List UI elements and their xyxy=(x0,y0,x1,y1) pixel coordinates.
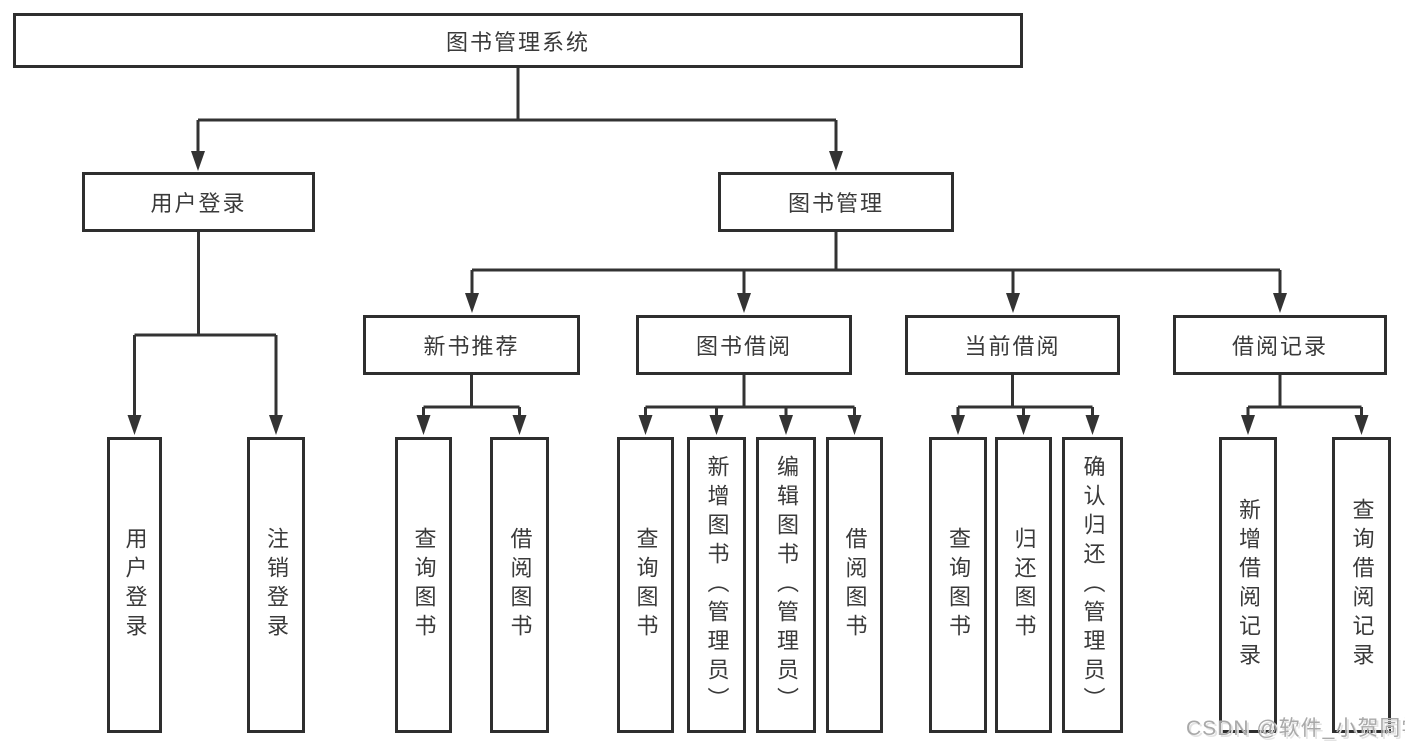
node-borrow-records: 借阅记录 xyxy=(1173,315,1387,375)
leaf-label: 用户登录 xyxy=(122,527,148,643)
leaf-label: 新增借阅记录 xyxy=(1236,498,1261,672)
leaf-return-books: 归还图书 xyxy=(995,437,1052,733)
leaf-label: 借阅图书 xyxy=(842,527,868,643)
leaf-label: 新增图书（管理员） xyxy=(704,454,730,716)
leaf-query-books-current: 查询图书 xyxy=(929,437,987,733)
leaf-logout: 注销登录 xyxy=(247,437,305,733)
leaf-label: 查询借阅记录 xyxy=(1349,498,1375,672)
leaf-user-login: 用户登录 xyxy=(107,437,162,733)
node-book-management: 图书管理 xyxy=(718,172,954,232)
leaf-add-borrow-record: 新增借阅记录 xyxy=(1219,437,1277,733)
leaf-query-books-borrow: 查询图书 xyxy=(617,437,674,733)
leaf-query-borrow-record: 查询借阅记录 xyxy=(1332,437,1391,733)
node-book-borrow: 图书借阅 xyxy=(636,315,852,375)
leaf-label: 确认归还（管理员） xyxy=(1080,454,1106,716)
leaf-label: 编辑图书（管理员） xyxy=(774,454,799,716)
leaf-label: 查询图书 xyxy=(946,527,971,643)
leaf-label: 归还图书 xyxy=(1011,527,1037,643)
leaf-edit-books-admin: 编辑图书（管理员） xyxy=(756,437,816,733)
leaf-label: 借阅图书 xyxy=(507,527,533,643)
node-user-login: 用户登录 xyxy=(82,172,315,232)
node-library-management-system: 图书管理系统 xyxy=(13,13,1023,68)
leaf-label: 查询图书 xyxy=(633,527,659,643)
node-current-borrow: 当前借阅 xyxy=(905,315,1120,375)
leaf-confirm-return-admin: 确认归还（管理员） xyxy=(1062,437,1123,733)
node-new-book-recommend: 新书推荐 xyxy=(363,315,580,375)
leaf-borrow-books: 借阅图书 xyxy=(826,437,883,733)
leaf-add-books-admin: 新增图书（管理员） xyxy=(687,437,746,733)
csdn-watermark: CSDN @软件_小贺同学 xyxy=(1186,717,1405,740)
arrowheads xyxy=(127,151,1369,435)
leaf-label: 注销登录 xyxy=(264,527,289,643)
leaf-query-books-recommend: 查询图书 xyxy=(395,437,452,733)
leaf-label: 查询图书 xyxy=(411,527,437,643)
leaf-borrow-books-recommend: 借阅图书 xyxy=(490,437,549,733)
